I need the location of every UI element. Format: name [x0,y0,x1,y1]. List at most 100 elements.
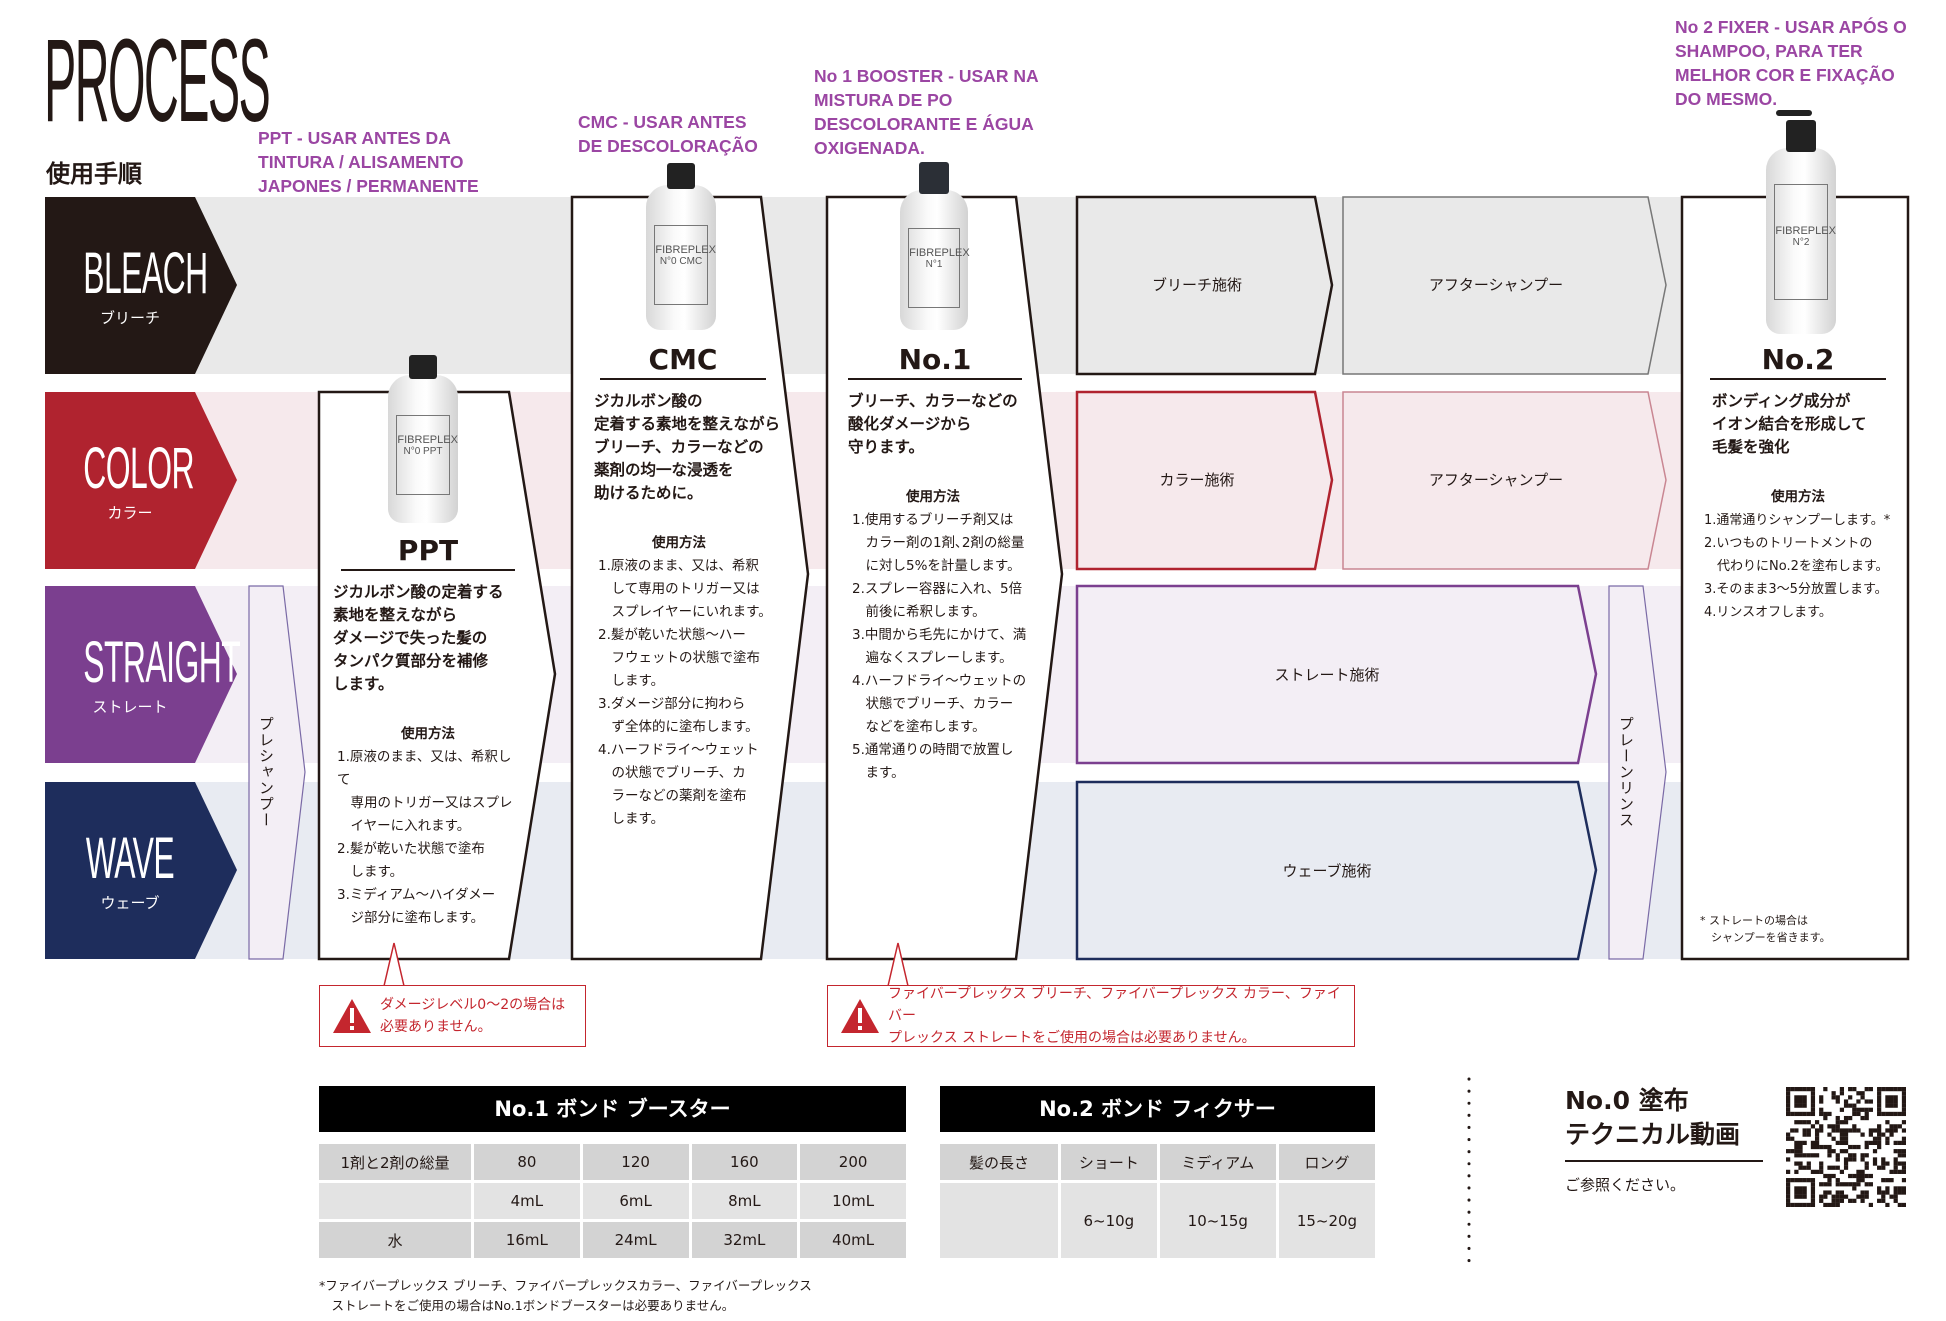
qr-module [1835,1128,1840,1133]
qr-module [1868,1140,1873,1146]
qr-module [1893,1198,1898,1203]
qr-module [1814,1169,1820,1174]
qr-module [1819,1165,1824,1170]
qr-module [1860,1198,1865,1203]
qr-module [1877,1136,1882,1141]
qr-module [1814,1132,1820,1137]
qr-module [1881,1178,1886,1183]
qr-module [1790,1136,1795,1141]
qr-module [1893,1099,1898,1104]
qr-module [1823,1182,1828,1187]
qr-module [1901,1111,1906,1117]
qr-module [1810,1103,1816,1108]
ppt-how-to-heading: 使用方法 [401,726,455,742]
qr-module [1794,1194,1799,1199]
qr-module [1835,1124,1840,1129]
qr-module [1786,1157,1791,1162]
qr-module [1889,1087,1894,1092]
qr-module [1852,1173,1857,1179]
no2-footnote: * ストレートの場合は シャンプーを省きます。 [1700,914,1831,944]
qr-module [1889,1194,1894,1199]
qr-module [1810,1124,1816,1129]
qr-module [1856,1091,1861,1096]
qr-module [1790,1149,1795,1154]
table-cell [940,1183,1058,1258]
qr-module [1852,1198,1857,1203]
qr-module [1839,1194,1845,1199]
no1-content: No.1 ブリーチ、カラーなどの 酸化ダメージから 守ります。 使用方法 1.使… [848,343,1048,785]
qr-module [1819,1194,1824,1199]
qr-module [1839,1132,1845,1137]
qr-module [1860,1153,1865,1158]
qr-module [1786,1091,1791,1096]
qr-module [1810,1169,1816,1174]
qr-module [1827,1182,1832,1187]
no2-how-to-heading: 使用方法 [1771,489,1825,505]
qr-module [1827,1153,1832,1158]
qr-module [1872,1140,1878,1146]
qr-module [1901,1202,1906,1207]
qr-module [1897,1161,1902,1166]
qr-module [1819,1182,1824,1187]
qr-module [1848,1087,1853,1092]
ppt-title: PPT [341,534,515,571]
qr-module [1798,1194,1803,1199]
row-chevron-straight [45,586,237,763]
qr-module [1794,1161,1799,1166]
qr-module [1852,1144,1857,1150]
qr-module [1893,1111,1898,1117]
qr-module [1831,1194,1836,1199]
qr-module [1856,1182,1861,1187]
qr-module [1798,1186,1803,1191]
qr-module [1798,1140,1803,1146]
qr-module [1827,1173,1832,1179]
qr-module [1814,1144,1820,1150]
qr-module [1819,1124,1824,1129]
table-cell: 6~10g [1061,1183,1157,1258]
qr-module [1848,1095,1853,1100]
qr-module [1794,1178,1799,1183]
table-cell [319,1183,471,1219]
qr-module [1810,1111,1816,1117]
qr-module [1848,1128,1853,1133]
qr-module [1814,1153,1820,1158]
qr-module [1877,1099,1882,1104]
qr-module [1823,1111,1828,1117]
qr-code-image[interactable] [1786,1087,1906,1207]
qr-module [1831,1095,1836,1100]
qr-module [1806,1111,1811,1117]
table-cell: 15~20g [1278,1183,1375,1258]
qr-module [1839,1190,1845,1195]
qr-module [1810,1178,1816,1183]
qr-module [1786,1186,1791,1191]
table-cell: 160 [691,1144,798,1180]
qr-module [1823,1173,1828,1179]
qr-module [1819,1169,1824,1174]
qr-module [1843,1115,1849,1121]
qr-module [1897,1111,1902,1117]
qr-module [1835,1115,1840,1121]
qr-module [1794,1144,1799,1150]
qr-module [1835,1153,1840,1158]
ppt-content: PPT ジカルボン酸の定着する 素地を整えながら ダメージで失った髪の タンパク… [333,534,523,930]
note-no2: No 2 FIXER - USAR APÓS O SHAMPOO, PARA T… [1675,17,1907,109]
qr-module [1848,1173,1853,1179]
qr-module [1893,1140,1898,1146]
qr-module [1794,1140,1799,1146]
qr-module [1885,1202,1890,1207]
qr-module [1819,1161,1824,1166]
qr-module [1848,1198,1853,1203]
qr-module [1893,1157,1898,1162]
qr-module [1897,1153,1902,1158]
table1-title: No.1 ボンド ブースター [319,1086,906,1132]
qr-module [1794,1087,1799,1092]
qr-module [1881,1132,1886,1137]
qr-module [1897,1087,1902,1092]
qr-module [1877,1165,1882,1170]
qr-module [1839,1107,1845,1112]
qr-module [1786,1182,1791,1187]
